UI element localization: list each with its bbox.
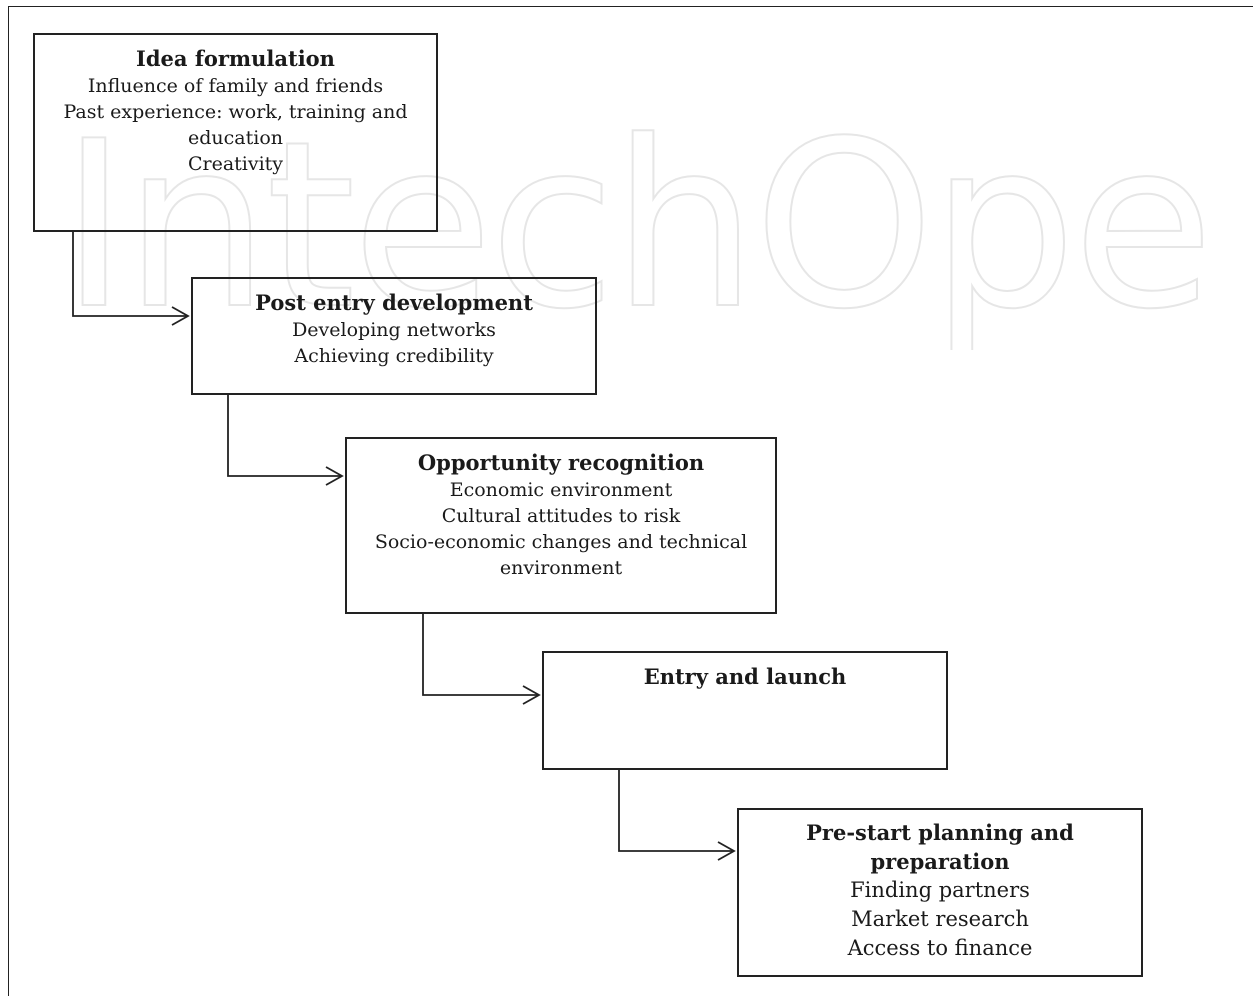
box-line: Economic environment: [449, 479, 673, 501]
box-title: Post entry development: [255, 290, 533, 315]
post-entry-development-box: Post entry development Developing networ…: [191, 277, 597, 395]
box-line: education: [188, 127, 283, 149]
box-title: Idea formulation: [136, 46, 335, 71]
box-title-line1: Pre-start planning and: [806, 820, 1074, 845]
box-title: Opportunity recognition: [417, 450, 705, 475]
diagram-frame: [8, 6, 1253, 996]
box-title-line2: preparation: [870, 849, 1010, 874]
box-line: Influence of family and friends: [87, 75, 384, 97]
box-line: Developing networks: [292, 319, 496, 341]
box-line: Past experience: work, training and: [63, 101, 408, 123]
box-line: Creativity: [187, 153, 284, 175]
box-line: Market research: [851, 907, 1029, 931]
box-line: Finding partners: [850, 878, 1030, 902]
box-line: Socio-economic changes and technical: [374, 531, 748, 553]
entry-and-launch-box: Entry and launch: [542, 651, 948, 770]
idea-formulation-box: Idea formulation Influence of family and…: [33, 33, 438, 232]
box-line: Achieving credibility: [294, 345, 494, 367]
box-line: Cultural attitudes to risk: [441, 505, 681, 527]
pre-start-planning-box: Pre-start planning and preparation Findi…: [737, 808, 1143, 977]
opportunity-recognition-box: Opportunity recognition Economic environ…: [345, 437, 777, 614]
box-line: environment: [499, 557, 623, 579]
box-line: Access to finance: [847, 936, 1033, 960]
box-title: Entry and launch: [643, 664, 847, 689]
